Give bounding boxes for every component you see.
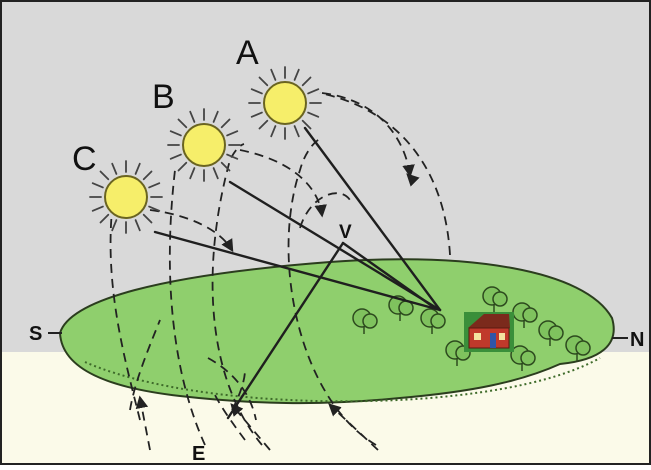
sun-icon [167, 108, 241, 182]
sun-rays [153, 126, 442, 420]
sun-path-arcs [109, 92, 451, 446]
south-label: S [29, 323, 42, 345]
north-label: N [630, 329, 644, 351]
sun-label-b: B [152, 78, 175, 116]
east-label: E [192, 443, 205, 465]
house-icon [464, 312, 514, 352]
vertex-label: V [339, 222, 352, 243]
sun-path-arrows [135, 92, 415, 451]
sun-icon [248, 66, 322, 140]
sun-icon [89, 160, 163, 234]
sun-label-a: A [236, 34, 259, 72]
sun-label-c: C [72, 140, 97, 178]
